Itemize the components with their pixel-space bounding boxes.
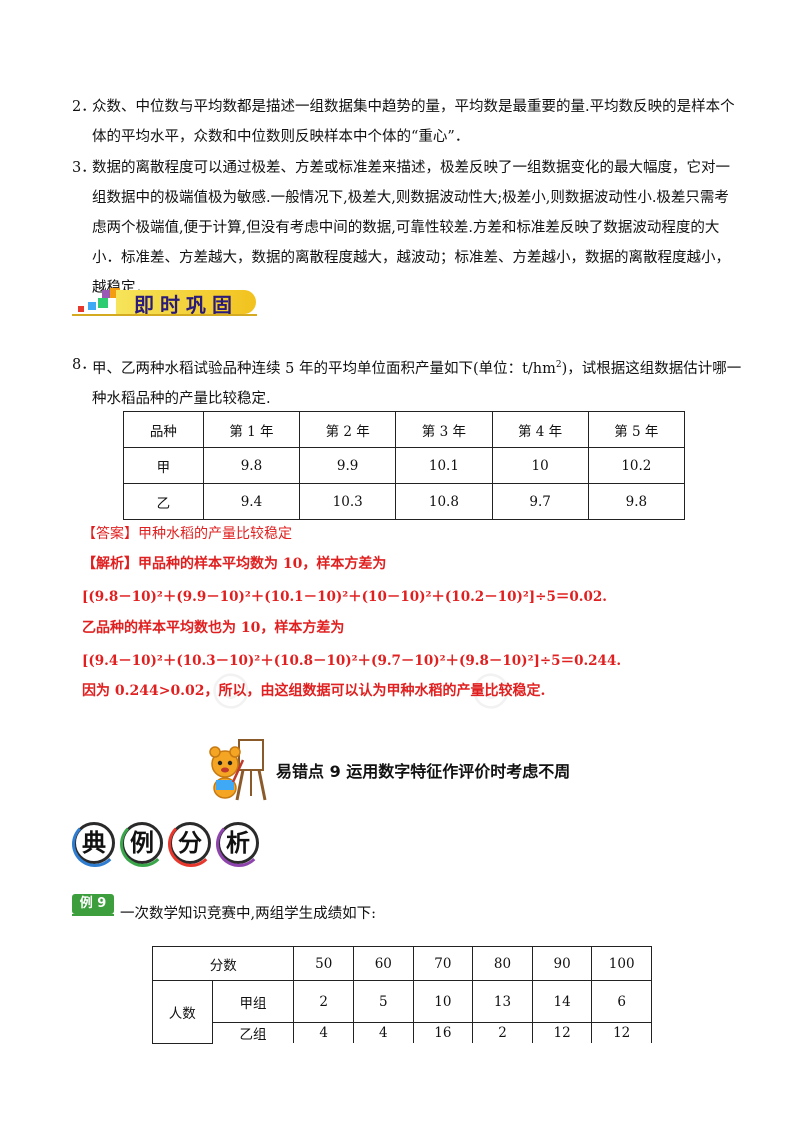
table-cell: 甲 <box>123 447 204 484</box>
mascot-painter-icon <box>209 739 267 801</box>
header-cell: 第 1 年 <box>202 411 301 448</box>
analysis-line-3: 因为 0.244>0.02，所以，由这组数据可以认为甲种水稻的产量比较稳定. <box>82 683 546 699</box>
list-item-2: 2． 众数、中位数与平均数都是描述一组数据集中趋势的量，平均数是最重要的量.平均… <box>72 92 742 152</box>
banner-swoosh <box>168 821 214 867</box>
people-label: 人数 <box>152 980 213 1044</box>
superscript: 2 <box>555 360 562 370</box>
header-cell: 第 4 年 <box>491 411 589 448</box>
group-name: 乙组 <box>211 1022 295 1043</box>
header-cell: 品种 <box>123 411 204 448</box>
header-cell: 第 5 年 <box>587 411 686 448</box>
table-cell: 14 <box>531 980 593 1023</box>
yield-table: 品种 第 1 年 第 2 年 第 3 年 第 4 年 第 5 年 甲 9.8 9… <box>123 411 686 520</box>
table-cell: 10.8 <box>395 483 493 520</box>
decor-square <box>102 290 110 298</box>
header-cell: 50 <box>293 946 354 981</box>
table-cell: 12 <box>531 1022 593 1043</box>
header-cell: 70 <box>412 946 474 981</box>
table-cell: 10 <box>412 980 474 1023</box>
header-cell: 第 2 年 <box>299 411 397 448</box>
table-cell: 6 <box>591 980 652 1023</box>
table-cell: 9.8 <box>587 483 686 520</box>
header-cell: 60 <box>353 946 414 981</box>
banner-char-4: 析 <box>216 821 262 867</box>
header-cell: 100 <box>591 946 652 981</box>
table-header-row: 品种 第 1 年 第 2 年 第 3 年 第 4 年 第 5 年 <box>123 411 686 448</box>
table-cell: 乙 <box>123 483 204 520</box>
table-cell: 4 <box>353 1022 414 1043</box>
analysis-line-1: 【解析】甲品种的样本平均数为 10，样本方差为 <box>82 553 386 573</box>
table-cell: 10 <box>491 447 589 484</box>
table-cell: 2 <box>293 980 354 1023</box>
table-row: 乙组 4 4 16 2 12 12 <box>153 1022 652 1043</box>
section-title: 易错点 9 运用数字特征作评价时考虑不周 <box>276 762 571 781</box>
analysis-text: 甲品种的样本平均数为 10，样本方差为 <box>138 556 387 572</box>
item-text: 数据的离散程度可以通过极差、方差或标准差来描述，极差反映了一组数据变化的最大幅度… <box>92 160 730 296</box>
table-cell: 12 <box>591 1022 652 1043</box>
table-row: 人数 甲组 2 5 10 13 14 6 <box>152 980 652 1044</box>
header-cell: 80 <box>472 946 533 981</box>
banner-swoosh <box>120 821 166 867</box>
answer-tag: 【答案】 <box>82 526 138 542</box>
example-text: 一次数学知识竞赛中,两组学生成绩如下: <box>120 906 376 922</box>
table-cell: 10.3 <box>299 483 397 520</box>
formula-2: [(9.4－10)²＋(10.3－10)²＋(10.8－10)²＋(9.7－10… <box>82 653 622 669</box>
question-text: 甲、乙两种水稻试验品种连续 5 年的平均单位面积产量如下(单位：t/hm2)，试… <box>72 350 742 414</box>
table-cell: 2 <box>472 1022 533 1043</box>
banner-char-1: 典 <box>72 821 118 867</box>
table-cell: 13 <box>472 980 533 1023</box>
item-number: 2． <box>72 99 96 115</box>
table-cell: 10.1 <box>395 447 493 484</box>
banner-swoosh <box>72 821 118 867</box>
header-cell: 第 3 年 <box>395 411 493 448</box>
table-cell: 5 <box>353 980 414 1023</box>
header-cell: 90 <box>531 946 593 981</box>
section-banner-practice: 即时巩固 <box>72 288 257 317</box>
decor-square <box>110 288 120 298</box>
banner-char-2: 例 <box>120 821 166 867</box>
question-text-a: 甲、乙两种水稻试验品种连续 5 年的平均单位面积产量如下(单位：t/hm <box>92 360 556 377</box>
table-header-row: 分数 50 60 70 80 90 100 <box>151 946 652 981</box>
table-cell: 10.2 <box>587 447 686 484</box>
group-name: 甲组 <box>211 980 295 1023</box>
question-text-b: )，试根据这组数据估计哪一种水稻品种的产量比较稳定. <box>92 360 742 407</box>
banner-title: 即时巩固 <box>134 293 238 317</box>
analysis-line-2: 乙品种的样本平均数也为 10，样本方差为 <box>82 620 345 636</box>
banner-char-3: 分 <box>168 821 214 867</box>
answer-line: 【答案】甲种水稻的产量比较稳定 <box>82 523 292 543</box>
table-cell: 9.9 <box>299 447 397 484</box>
decor-square <box>78 306 84 312</box>
table-row: 甲 9.8 9.9 10.1 10 10.2 <box>123 447 686 484</box>
example-badge: 例 9 <box>72 894 114 916</box>
table-cell: 16 <box>412 1022 474 1043</box>
table-cell: 9.7 <box>491 483 589 520</box>
item-number: 3． <box>72 160 96 176</box>
table-cell: 9.4 <box>202 483 301 520</box>
score-label: 分数 <box>151 946 295 981</box>
decor-square <box>88 302 96 310</box>
table-row: 乙 9.4 10.3 10.8 9.7 9.8 <box>123 483 686 520</box>
banner-underline <box>72 314 257 316</box>
item-text: 众数、中位数与平均数都是描述一组数据集中趋势的量，平均数是最重要的量.平均数反映… <box>92 99 735 145</box>
decor-square <box>98 298 108 308</box>
banner-swoosh <box>216 821 262 867</box>
score-table: 分数 50 60 70 80 90 100 人数 甲组 2 5 10 13 14… <box>151 946 652 1044</box>
banner-bar <box>116 290 256 314</box>
formula-1: [(9.8－10)²＋(9.9－10)²＋(10.1－10)²＋(10－10)²… <box>82 589 607 605</box>
table-cell: 4 <box>293 1022 354 1043</box>
table-cell: 9.8 <box>202 447 301 484</box>
answer-text: 甲种水稻的产量比较稳定 <box>138 526 292 542</box>
question-number: 8． <box>72 357 96 373</box>
list-item-3: 3． 数据的离散程度可以通过极差、方差或标准差来描述，极差反映了一组数据变化的最… <box>72 153 742 303</box>
question-8: 8． 甲、乙两种水稻试验品种连续 5 年的平均单位面积产量如下(单位：t/hm2… <box>72 350 742 414</box>
analysis-tag: 【解析】 <box>82 556 138 572</box>
